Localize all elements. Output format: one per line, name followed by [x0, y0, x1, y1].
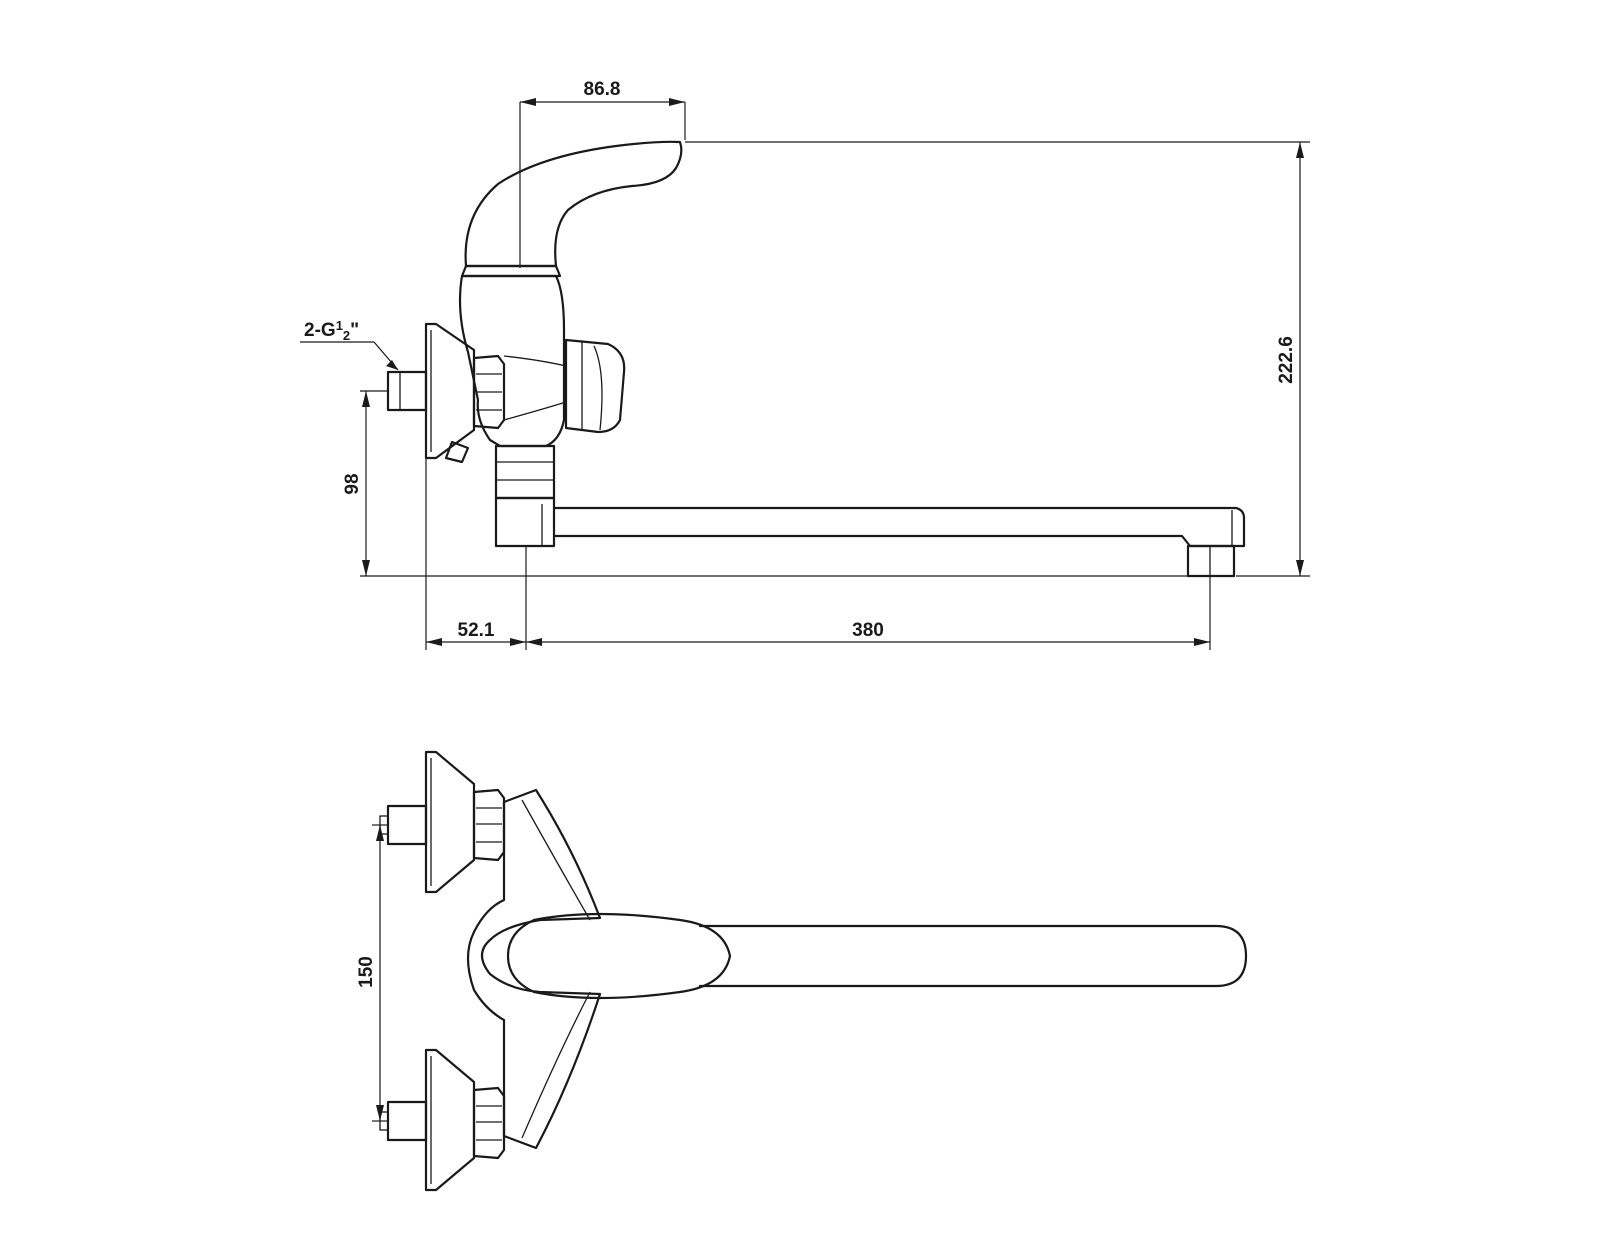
thread-callout: 2-G12" — [300, 318, 399, 371]
top-spout-tube — [698, 924, 1248, 988]
dimension-horizontal: 52.1 380 — [425, 458, 1211, 650]
dimension-inlet-height: 98 — [342, 390, 1188, 577]
label-spout-reach: 380 — [852, 620, 884, 641]
top-lower-nut — [472, 1086, 506, 1160]
side-aerator — [1186, 544, 1236, 578]
top-upper-flange — [424, 750, 476, 894]
label-thread: 2-G12" — [304, 318, 359, 343]
side-spout-tube — [552, 506, 1246, 548]
label-thread-unit: " — [350, 320, 359, 341]
side-mixer-body — [458, 274, 566, 448]
top-lower-flange — [424, 1048, 476, 1192]
top-lower-pipe — [386, 1100, 428, 1142]
top-lower-inlet — [379, 1048, 506, 1192]
side-inlet-pipe — [386, 370, 428, 412]
top-upper-nut — [472, 788, 506, 862]
side-spout-joint — [494, 496, 556, 548]
top-upper-inlet — [379, 750, 506, 894]
side-diverter-knob — [564, 338, 626, 434]
label-thread-prefix: 2-G — [304, 320, 336, 341]
side-view — [386, 140, 1246, 578]
label-thread-numerator: 1 — [336, 318, 343, 333]
label-total-height: 222.6 — [1276, 336, 1297, 384]
dimension-total-height: 222.6 — [685, 141, 1310, 577]
top-lever-handle — [506, 912, 732, 1000]
top-upper-pipe — [386, 804, 428, 846]
label-thread-denominator: 2 — [343, 328, 350, 343]
dimension-inlet-spacing: 150 — [356, 824, 388, 1122]
top-view — [379, 750, 1248, 1192]
side-lever-handle — [464, 140, 683, 268]
top-mixer-body — [466, 788, 602, 1150]
label-handle-reach: 86.8 — [584, 79, 621, 100]
side-swivel-collar — [494, 444, 556, 500]
label-wall-to-axis: 52.1 — [458, 620, 495, 641]
dimension-handle-reach: 86.8 — [519, 79, 686, 268]
label-inlet-height: 98 — [342, 473, 363, 494]
label-inlet-spacing: 150 — [356, 956, 377, 988]
